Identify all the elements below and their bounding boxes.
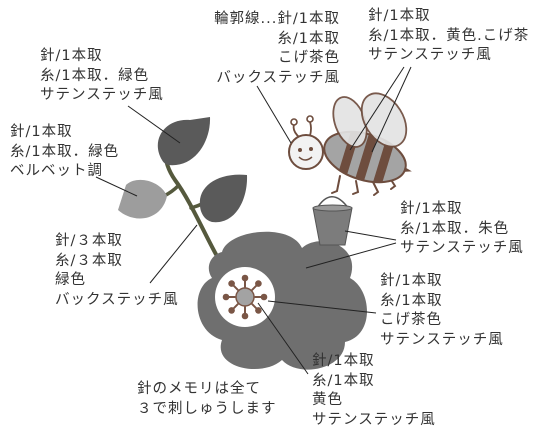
- note-line: 針のメモリは全て: [137, 381, 261, 397]
- bee-eye: [309, 147, 313, 151]
- label-line: 糸/1本取．黄色.こげ茶: [368, 27, 530, 44]
- label-line: サテンステッチ風: [312, 411, 436, 428]
- label-leaf-top: 針/1本取 糸/1本取．緑色 サテンステッチ風: [40, 47, 164, 106]
- plant: [118, 117, 248, 260]
- stamen-tip: [260, 293, 268, 301]
- label-bee-body: 針/1本取 糸/1本取．黄色.こげ茶 サテンステッチ風: [368, 7, 529, 66]
- label-line: 針/1本取: [380, 273, 443, 289]
- bucket-body: [312, 207, 353, 246]
- label-line: 輪郭線...針/1本取: [214, 11, 340, 27]
- leader-line-center: [257, 302, 309, 375]
- label-line: こげ茶色: [380, 312, 442, 328]
- label-stamens: 針/1本取 糸/1本取 こげ茶色 サテンステッチ風: [380, 272, 504, 350]
- label-line: サテンステッチ風: [400, 240, 524, 256]
- label-line: バックステッチ風: [216, 69, 340, 86]
- bee-antenna-tip: [306, 115, 314, 123]
- stamen-tip: [241, 312, 249, 320]
- bee-wing-back: [360, 92, 408, 148]
- leader-line-petals: [305, 242, 397, 269]
- stamen: [251, 284, 258, 291]
- stamen-tip: [255, 280, 262, 287]
- label-outline: 輪郭線...針/1本取 糸/1本取 こげ茶色 バックステッチ風: [195, 10, 340, 88]
- label-line: ベルベット調: [10, 163, 103, 179]
- note-line: ３で刺しゅうします: [137, 400, 277, 417]
- leader-line-stamens: [267, 300, 377, 314]
- stamen: [232, 284, 239, 291]
- label-line: 糸/1本取．緑色: [40, 67, 150, 84]
- bee-antenna-tip: [290, 118, 298, 126]
- stamen: [232, 303, 239, 310]
- label-line: バックステッチ風: [55, 291, 179, 308]
- label-line: 針/1本取: [368, 8, 431, 24]
- label-line: サテンステッチ風: [40, 87, 164, 103]
- stamen-tip: [228, 280, 235, 287]
- leader-line-outline: [256, 85, 292, 144]
- bee-leg: [352, 180, 360, 195]
- label-line: 緑色: [55, 272, 86, 288]
- label-line: こげ茶色: [278, 50, 340, 66]
- flower: [197, 231, 368, 370]
- stamen: [251, 303, 258, 310]
- label-line: 糸/1本取: [277, 30, 340, 47]
- label-leaf-small: 針/1本取 糸/1本取．緑色 ベルベット調: [10, 123, 119, 182]
- label-line: 黄色: [312, 392, 343, 408]
- bee-smile: [298, 156, 313, 161]
- label-line: 針/1本取: [40, 48, 103, 64]
- leader-line-bucket: [344, 230, 397, 241]
- label-line: 針/1本取: [400, 201, 463, 217]
- bee-leg: [371, 179, 380, 196]
- bee-stripe: [353, 128, 380, 189]
- leader-line-leaf-top: [127, 105, 181, 144]
- bee-eye: [298, 148, 302, 152]
- label-line: 糸/３本取: [55, 252, 123, 269]
- label-line: 糸/1本取: [312, 372, 375, 389]
- stamen-tip: [241, 274, 249, 282]
- bee-stinger: [403, 167, 412, 172]
- bee-antenna-right: [309, 121, 312, 137]
- bee-head: [288, 134, 324, 170]
- bee-stripe: [370, 133, 397, 192]
- label-line: 糸/1本取．朱色: [400, 220, 510, 237]
- stamen-tip: [255, 307, 262, 314]
- label-petals: 針/1本取 糸/1本取．朱色 サテンステッチ風: [400, 200, 524, 259]
- bucket: [312, 196, 353, 246]
- flower-pistil: [235, 287, 255, 307]
- leader-line-leaf-small: [95, 176, 138, 197]
- stamen-tip: [228, 307, 235, 314]
- label-center: 針/1本取 糸/1本取 黄色 サテンステッチ風: [312, 352, 436, 430]
- label-line: 針/1本取: [10, 124, 73, 140]
- leader-line-stem: [149, 224, 198, 284]
- label-line: 針/３本取: [55, 233, 123, 249]
- label-line: サテンステッチ風: [368, 47, 492, 63]
- bee: [288, 92, 412, 196]
- bucket-rim: [312, 204, 353, 212]
- leaf-right: [199, 174, 248, 223]
- note-needle-size: 針のメモリは全て ３で刺しゅうします: [137, 380, 277, 419]
- flower-petals: [197, 231, 368, 370]
- label-stem: 針/３本取 糸/３本取 緑色 バックステッチ風: [55, 232, 179, 310]
- leaf-small: [118, 179, 167, 219]
- leaf-top: [157, 117, 211, 166]
- label-line: 糸/1本取: [380, 292, 443, 309]
- label-line: 針/1本取: [312, 353, 375, 369]
- stamens: [222, 274, 268, 320]
- leader-line-bee-body: [349, 66, 405, 151]
- leader-lines: [95, 66, 412, 375]
- stamen-tip: [222, 293, 230, 301]
- leader-line-bee-body: [371, 66, 412, 153]
- label-line: サテンステッチ風: [380, 331, 504, 348]
- label-line: 糸/1本取．緑色: [10, 143, 120, 160]
- bee-leg: [331, 175, 341, 194]
